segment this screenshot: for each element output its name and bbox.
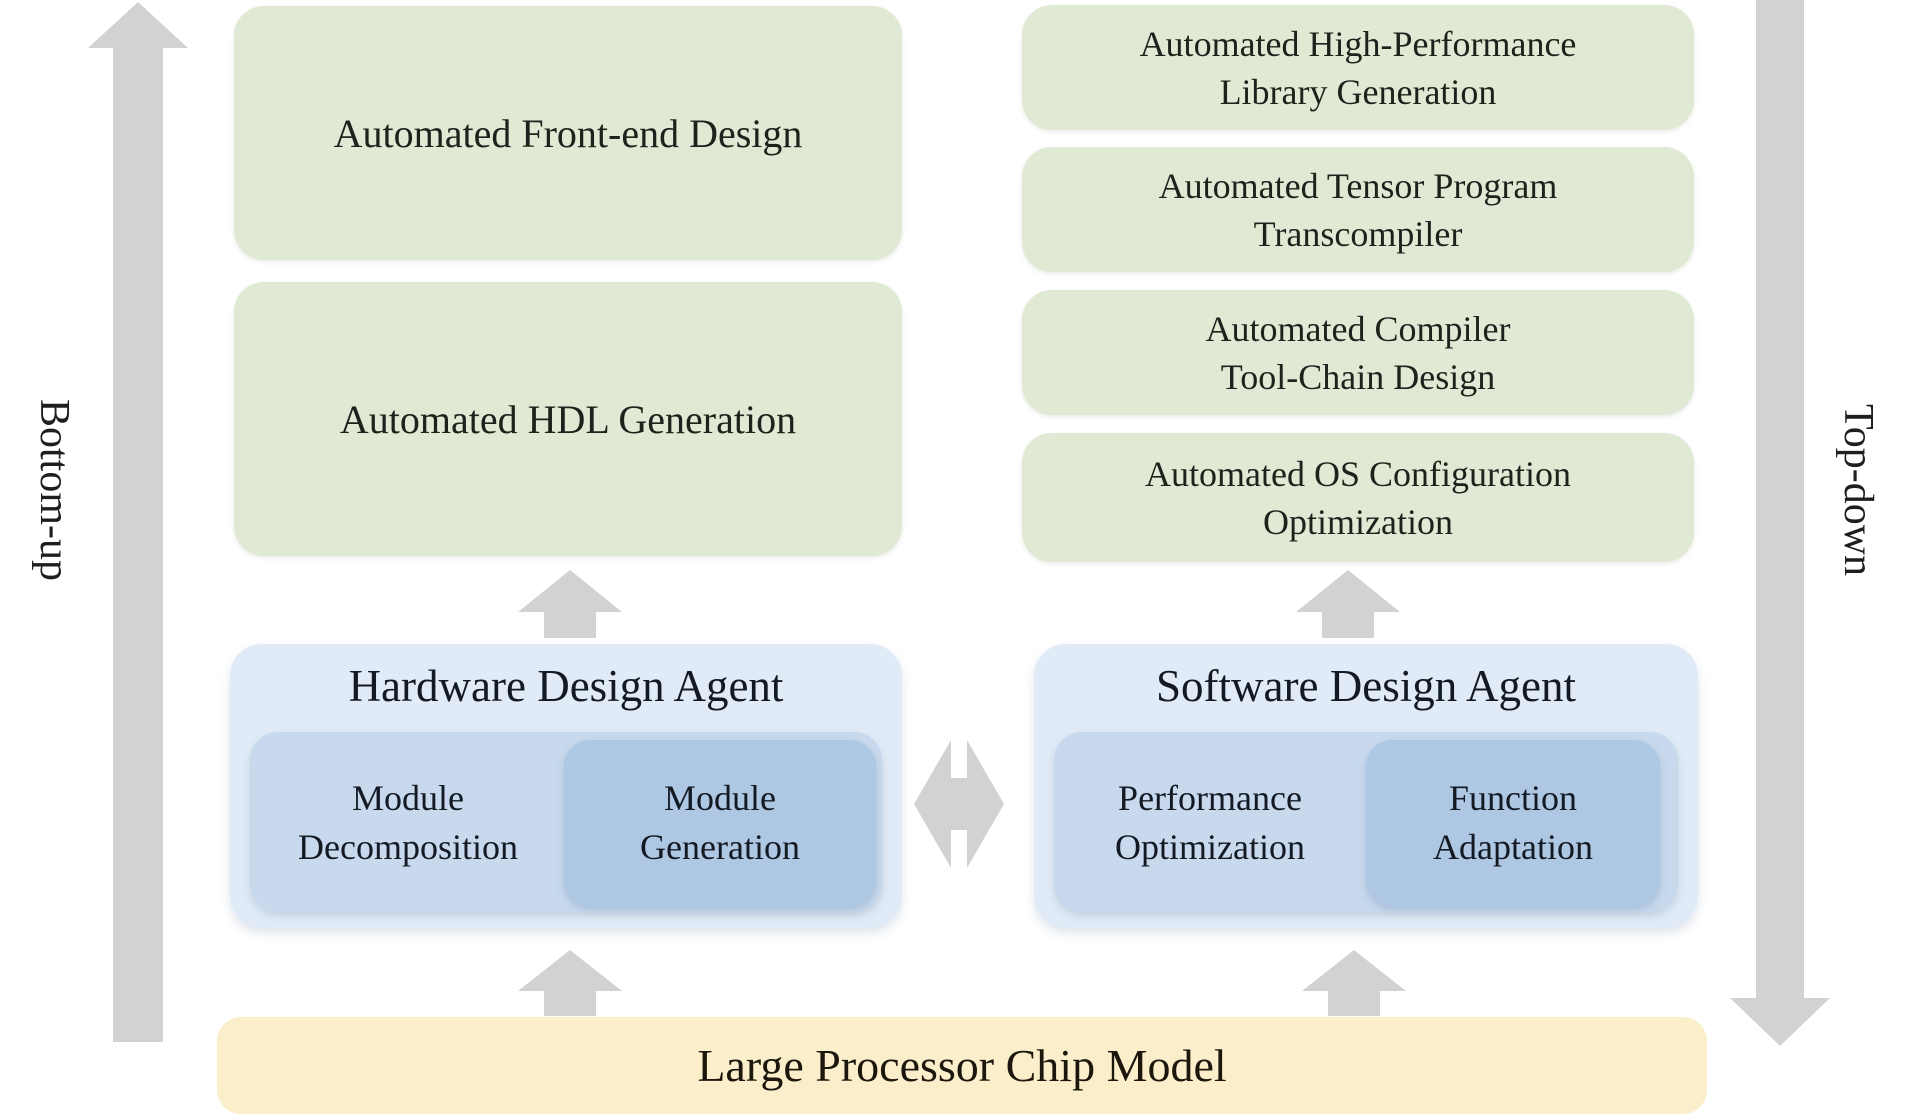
box-label-line2: Tool-Chain Design bbox=[1220, 356, 1496, 397]
box-label-line1: Automated Compiler bbox=[1205, 308, 1511, 349]
module-generation-box bbox=[564, 740, 876, 906]
function-adaptation-box bbox=[1366, 740, 1660, 906]
software-output-box-library-generation: Automated High-Performance Library Gener… bbox=[1022, 5, 1694, 130]
foundation-label: Large Processor Chip Model bbox=[697, 1040, 1227, 1091]
hardware-output-box-front-end-design: Automated Front-end Design bbox=[234, 6, 902, 260]
software-output-box-os-configuration: Automated OS Configuration Optimization bbox=[1022, 433, 1694, 562]
module-label-line1: Module bbox=[664, 778, 776, 818]
performance-optimization-label: Performance Optimization bbox=[1054, 740, 1366, 906]
large-processor-chip-model-box: Large Processor Chip Model bbox=[217, 1017, 1707, 1114]
function-adaptation-label: Function Adaptation bbox=[1366, 740, 1660, 906]
bottom-up-arrow-icon bbox=[88, 2, 188, 1042]
module-label-line2: Decomposition bbox=[298, 827, 518, 867]
top-down-label: Top-down bbox=[1835, 403, 1881, 577]
box-label: Automated HDL Generation bbox=[339, 396, 797, 442]
software-output-box-compiler-toolchain: Automated Compiler Tool-Chain Design bbox=[1022, 290, 1694, 415]
box-label: Automated Front-end Design bbox=[333, 110, 803, 156]
software-agent-title: Software Design Agent bbox=[1156, 661, 1576, 711]
module-label-line2: Generation bbox=[640, 827, 800, 867]
bidirectional-arrow-icon bbox=[914, 740, 1004, 868]
up-arrow-software-agent-icon bbox=[1302, 950, 1406, 1016]
box-label-line2: Library Generation bbox=[1219, 71, 1497, 112]
software-output-box-tensor-transcompiler: Automated Tensor Program Transcompiler bbox=[1022, 147, 1694, 272]
module-label-line1: Module bbox=[352, 778, 464, 818]
module-label-line1: Performance bbox=[1118, 778, 1302, 818]
module-label-line2: Optimization bbox=[1115, 827, 1305, 867]
hardware-output-box-hdl-generation: Automated HDL Generation bbox=[234, 282, 902, 556]
module-label-line1: Function bbox=[1448, 778, 1577, 818]
hardware-agent-title: Hardware Design Agent bbox=[348, 661, 784, 711]
up-arrow-hardware-outputs-icon bbox=[518, 570, 622, 638]
software-design-agent-box: Software Design Agent Performance Optimi… bbox=[1034, 644, 1698, 928]
module-generation-label: Module Generation bbox=[564, 740, 876, 906]
hardware-design-agent-box: Hardware Design Agent Module Decompositi… bbox=[230, 644, 902, 928]
box-label-line2: Optimization bbox=[1263, 501, 1453, 542]
up-arrow-hardware-agent-icon bbox=[518, 950, 622, 1016]
box-label-line1: Automated Tensor Program bbox=[1158, 165, 1558, 206]
up-arrow-software-outputs-icon bbox=[1296, 570, 1400, 638]
module-label-line2: Adaptation bbox=[1433, 827, 1593, 867]
bottom-up-label: Bottom-up bbox=[31, 398, 77, 581]
box-label-line1: Automated OS Configuration bbox=[1145, 453, 1571, 494]
top-down-arrow-icon bbox=[1730, 0, 1830, 1046]
box-label-line1: Automated High-Performance bbox=[1139, 23, 1577, 64]
box-label-line2: Transcompiler bbox=[1253, 213, 1463, 254]
module-decomposition-label: Module Decomposition bbox=[252, 740, 564, 906]
